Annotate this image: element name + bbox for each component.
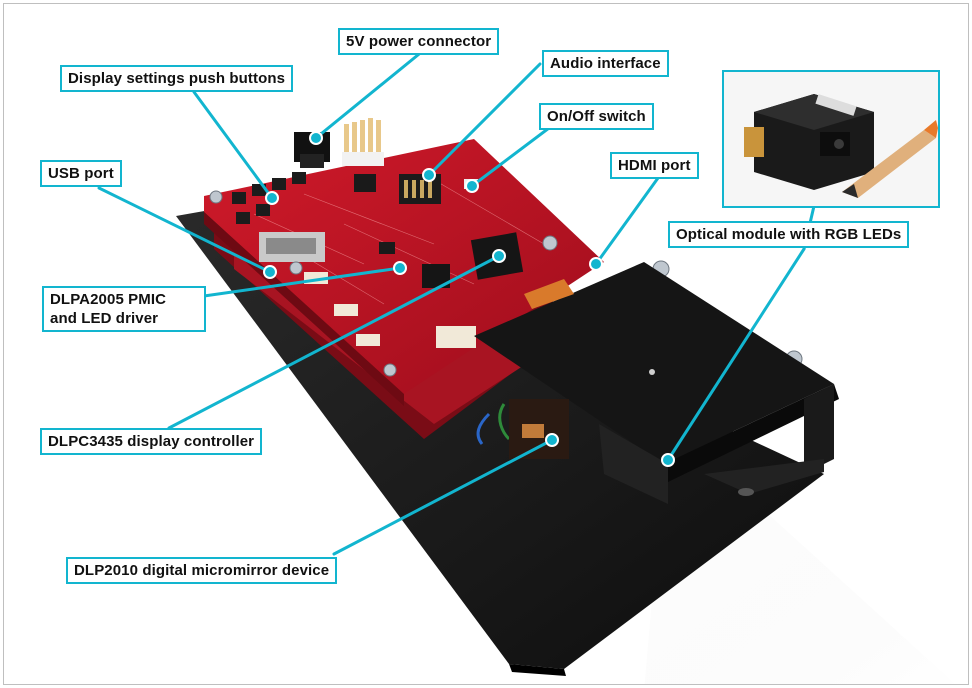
display-controller-label: DLPC3435 display controller	[40, 428, 263, 455]
dmd-label: DLP2010 digital micromirror device	[66, 557, 338, 584]
optical-module-inset-photo	[722, 70, 940, 208]
image-frame: 5V power connector Display settings push…	[3, 3, 969, 685]
optical-module-housing	[474, 262, 834, 464]
push-buttons-label: Display settings push buttons	[60, 65, 294, 92]
on-off-switch-label: On/Off switch	[539, 103, 654, 130]
optical-module-closeup	[724, 72, 938, 206]
audio-interface-label: Audio interface	[542, 50, 669, 77]
usb-port-label: USB port	[40, 160, 122, 187]
hdmi-port-label: HDMI port	[610, 152, 699, 179]
optical-module-label: Optical module with RGB LEDs	[668, 221, 910, 248]
power-connector-label: 5V power connector	[338, 28, 500, 55]
pmic-label-line2: and LED driver	[50, 310, 159, 327]
pmic-label-line1: DLPA2005 PMIC	[50, 291, 167, 308]
pmic-led-driver-label: DLPA2005 PMIC and LED driver	[42, 286, 206, 332]
evaluation-board-photo	[97, 48, 956, 684]
